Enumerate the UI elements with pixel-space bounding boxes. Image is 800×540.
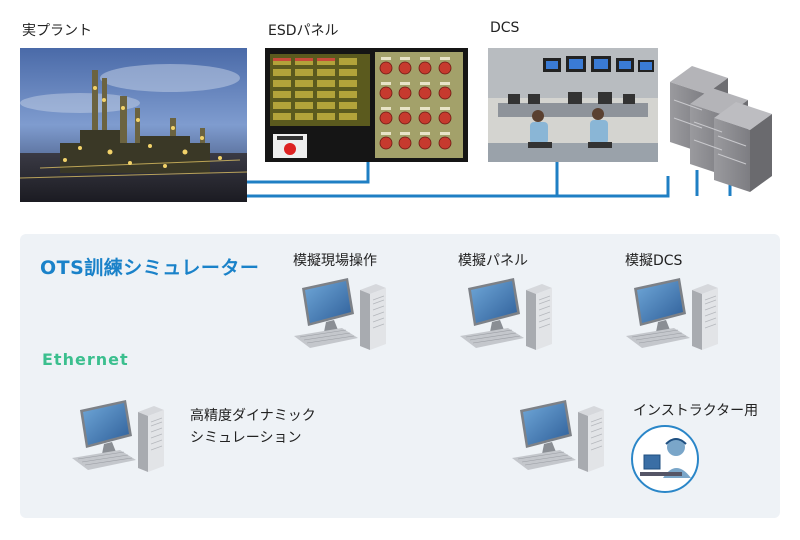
plant-photo xyxy=(20,48,247,202)
esd-panel-image xyxy=(265,48,468,162)
ots-title: OTS訓練シミュレーター xyxy=(40,257,260,279)
control-room-image xyxy=(488,48,658,162)
sim-operation-computer xyxy=(293,277,387,351)
dynamic-sim-label-line1: 高精度ダイナミック xyxy=(190,408,316,424)
server-cluster-image xyxy=(670,66,772,192)
dcs-photo xyxy=(488,48,658,162)
refinery-image xyxy=(20,48,247,202)
sim-panel-label: 模擬パネル xyxy=(458,253,528,269)
sim-dcs-label: 模擬DCS xyxy=(625,253,683,269)
instructor-icon xyxy=(631,425,699,493)
plant-label: 実プラント xyxy=(22,23,92,39)
server-cluster xyxy=(650,60,790,198)
sim-panel-computer xyxy=(459,277,553,351)
sim-dcs-computer xyxy=(625,277,719,351)
sim-operation-label: 模擬現場操作 xyxy=(293,253,377,269)
esd-panel-label: ESDパネル xyxy=(268,23,339,39)
instructor-label: インストラクター用 xyxy=(633,403,759,419)
instructor-computer xyxy=(511,399,605,473)
dynamic-sim-computer xyxy=(71,399,165,473)
dynamic-sim-label-line2: シミュレーション xyxy=(190,430,302,446)
dcs-label: DCS xyxy=(490,20,520,36)
ethernet-label: Ethernet xyxy=(42,350,129,369)
esd-panel-photo xyxy=(265,48,468,162)
